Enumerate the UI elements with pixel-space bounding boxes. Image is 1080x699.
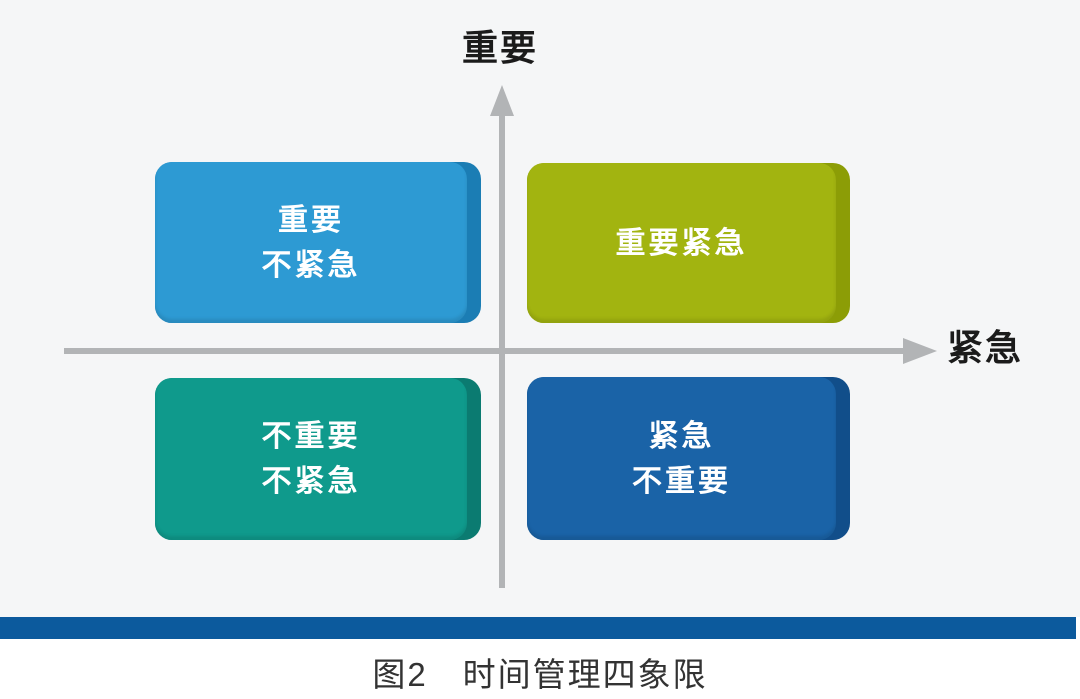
quadrant-urgent-not-important: 紧急 不重要 — [527, 377, 850, 540]
quadrant-important-urgent: 重要紧急 — [527, 163, 850, 323]
x-axis-label: 紧急 — [947, 327, 1024, 368]
diagram-panel: 重要 紧急 重要 不紧急 重要紧急 不重要 不紧急 紧急 不重要 — [64, 27, 1024, 588]
x-axis-arrowhead-icon — [903, 338, 937, 364]
quadrant-label-line: 重要 — [278, 203, 344, 237]
y-axis-arrowhead-icon — [490, 85, 514, 116]
y-axis-label: 重要 — [461, 27, 539, 68]
quadrant-not-important-not-urgent: 不重要 不紧急 — [155, 378, 481, 540]
quadrant-label-line: 不紧急 — [261, 248, 361, 282]
figure-caption: 图2 时间管理四象限 — [372, 656, 708, 693]
quadrant-label-line: 重要紧急 — [615, 226, 748, 260]
quadrant-important-not-urgent: 重要 不紧急 — [155, 162, 481, 323]
quadrant-face: 不重要 不紧急 — [155, 378, 467, 540]
quadrant-face: 紧急 不重要 — [527, 377, 836, 540]
quadrant-face: 重要紧急 — [527, 163, 836, 323]
quadrant-label-line: 紧急 — [648, 419, 715, 453]
quadrant-label-line: 不重要 — [261, 420, 361, 453]
quadrant-face: 重要 不紧急 — [155, 162, 467, 323]
x-axis-line — [64, 348, 905, 354]
quadrant-label-line: 不重要 — [632, 464, 731, 498]
quadrant-label-line: 不紧急 — [261, 465, 361, 498]
divider-bar — [0, 617, 1076, 639]
